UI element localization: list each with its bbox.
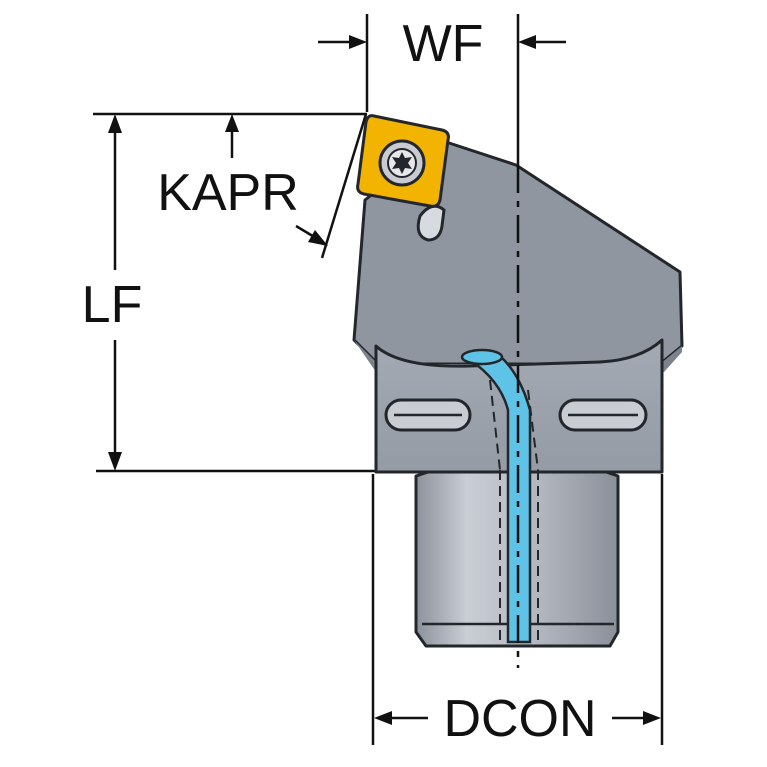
clamp-slots: [384, 398, 648, 432]
dimension-arrows: [108, 35, 661, 725]
lf-arrow-bottom: [108, 452, 122, 471]
coolant-outlet: [460, 348, 504, 366]
kapr-extension-line: [320, 113, 368, 259]
dcon-label: DCON: [443, 690, 596, 748]
dcon-arrow-right: [643, 711, 661, 725]
cutting-insert: [356, 114, 450, 208]
wf-label: WF: [403, 15, 484, 73]
clamp-screw: [416, 204, 446, 242]
wf-arrow-left: [349, 35, 367, 49]
wf-arrow-right: [518, 35, 536, 49]
kapr-label: KAPR: [157, 164, 299, 222]
dcon-arrow-left: [374, 711, 392, 725]
lf-label: LF: [82, 276, 143, 334]
dimension-lines: [93, 14, 664, 745]
torx-icon: [392, 152, 412, 174]
kapr-arrow-bottom: [308, 230, 328, 246]
kapr-arrow-top: [225, 114, 239, 132]
lf-arrow-top: [108, 114, 122, 133]
